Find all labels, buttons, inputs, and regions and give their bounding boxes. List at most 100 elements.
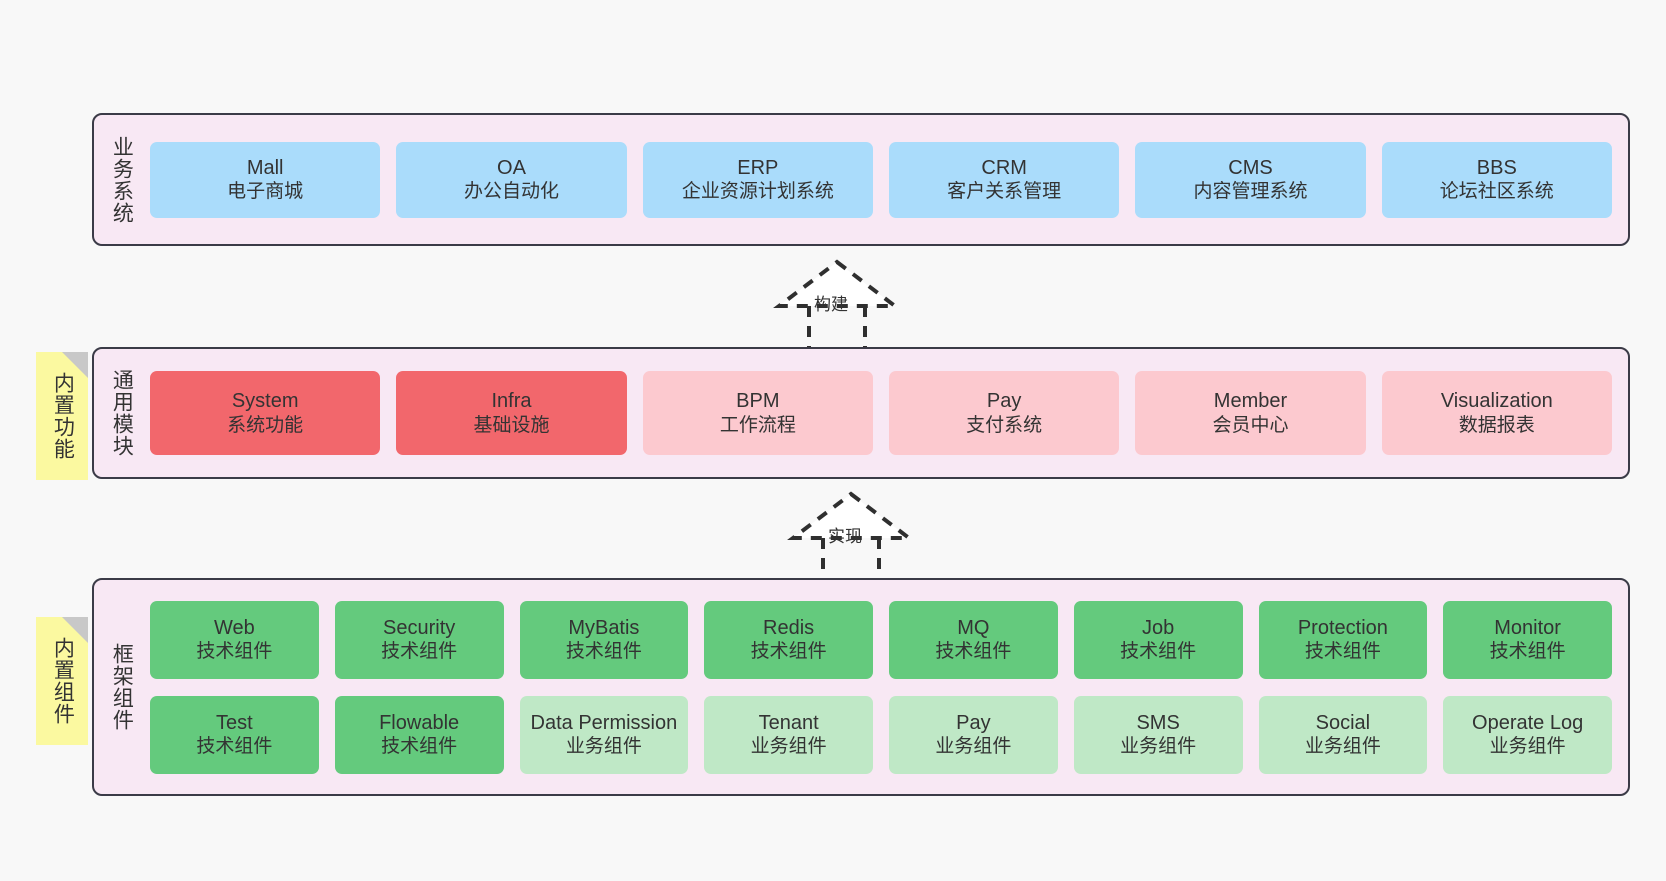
module-system[interactable]: System 系统功能 (150, 371, 381, 455)
component-test-name: Test (216, 711, 253, 734)
component-redis[interactable]: Redis 技术组件 (704, 600, 873, 679)
component-web-type: 技术组件 (196, 641, 273, 663)
component-data-permission-type: 业务组件 (565, 736, 642, 758)
component-tenant-type: 业务组件 (750, 736, 827, 758)
module-member[interactable]: Member 会员中心 (1135, 371, 1366, 455)
module-infra-name: Infra (491, 390, 532, 413)
component-protection[interactable]: Protection 技术组件 (1258, 600, 1428, 679)
connector-implement-label: 实现 (828, 527, 862, 546)
connector-build-label: 构建 (814, 295, 848, 314)
layer-framework-component[interactable]: 框架组件 Web 技术组件 Security 技术组件 MyBatis 技术组件… (92, 578, 1630, 796)
module-bpm-name: BPM (736, 390, 780, 413)
module-system-desc: 系统功能 (227, 414, 304, 436)
component-operate-log[interactable]: Operate Log 业务组件 (1443, 695, 1612, 774)
note-builtin-component[interactable]: 内置组件 (36, 617, 88, 745)
module-crm-name: CRM (981, 156, 1027, 179)
module-oa-name: OA (497, 156, 526, 179)
component-social-type: 业务组件 (1304, 736, 1381, 758)
module-pay-desc: 支付系统 (966, 414, 1043, 436)
component-social-name: Social (1315, 711, 1371, 734)
component-tenant[interactable]: Tenant 业务组件 (704, 695, 873, 774)
connector-build: 构建 (752, 256, 922, 352)
component-security[interactable]: Security 技术组件 (334, 600, 504, 679)
module-pay[interactable]: Pay 支付系统 (888, 371, 1120, 455)
component-redis-name: Redis (763, 616, 815, 639)
module-mall-desc: 电子商城 (227, 181, 304, 203)
connector-implement: 实现 (766, 488, 936, 584)
module-visualization-desc: 数据报表 (1458, 414, 1535, 436)
module-infra-desc: 基础设施 (473, 414, 550, 436)
module-bbs[interactable]: BBS 论坛社区系统 (1381, 141, 1612, 218)
module-mall-name: Mall (246, 156, 284, 179)
module-bpm[interactable]: BPM 工作流程 (642, 371, 873, 455)
component-security-type: 技术组件 (381, 641, 458, 663)
module-infra[interactable]: Infra 基础设施 (396, 371, 627, 455)
component-redis-type: 技术组件 (750, 641, 827, 663)
module-cms-name: CMS (1228, 156, 1273, 179)
layer-common-module-body: System 系统功能 Infra 基础设施 BPM 工作流程 Pay 支付系统… (148, 349, 1628, 477)
module-erp-name: ERP (737, 156, 779, 179)
component-pay-name: Pay (956, 711, 991, 734)
module-bbs-name: BBS (1476, 156, 1517, 179)
layer-framework-component-row-tech: Web 技术组件 Security 技术组件 MyBatis 技术组件 Redi… (150, 600, 1612, 679)
component-data-permission-name: Data Permission (530, 711, 678, 734)
component-job-name: Job (1142, 616, 1175, 639)
note-fold-corner-icon (62, 617, 88, 643)
layer-business-system-body: Mall 电子商城 OA 办公自动化 ERP 企业资源计划系统 CRM 客户关系… (148, 115, 1628, 244)
layer-framework-component-row-business: Test 技术组件 Flowable 技术组件 Data Permission … (150, 695, 1612, 774)
module-erp[interactable]: ERP 企业资源计划系统 (642, 141, 873, 218)
layer-common-module[interactable]: 通用模块 System 系统功能 Infra 基础设施 BPM 工作流程 Pay… (92, 347, 1630, 479)
component-job-type: 技术组件 (1120, 641, 1197, 663)
layer-business-system-row: Mall 电子商城 OA 办公自动化 ERP 企业资源计划系统 CRM 客户关系… (150, 141, 1612, 218)
module-cms-desc: 内容管理系统 (1193, 181, 1308, 203)
component-test-type: 技术组件 (196, 736, 273, 758)
component-security-name: Security (383, 616, 456, 639)
component-data-permission[interactable]: Data Permission 业务组件 (519, 695, 689, 774)
layer-business-system-label: 业务系统 (110, 135, 134, 224)
component-sms[interactable]: SMS 业务组件 (1073, 695, 1243, 774)
component-monitor-name: Monitor (1494, 616, 1561, 639)
module-mall[interactable]: Mall 电子商城 (150, 141, 381, 218)
component-pay-type: 业务组件 (935, 736, 1012, 758)
component-test[interactable]: Test 技术组件 (150, 695, 319, 774)
component-sms-name: SMS (1136, 711, 1180, 734)
module-cms[interactable]: CMS 内容管理系统 (1135, 141, 1366, 218)
note-fold-corner-icon (62, 352, 88, 378)
component-tenant-name: Tenant (758, 711, 819, 734)
layer-common-module-label: 通用模块 (110, 369, 134, 457)
module-bbs-desc: 论坛社区系统 (1439, 181, 1554, 203)
component-monitor-type: 技术组件 (1489, 641, 1566, 663)
module-visualization[interactable]: Visualization 数据报表 (1381, 371, 1612, 455)
component-web[interactable]: Web 技术组件 (150, 600, 319, 679)
module-member-desc: 会员中心 (1212, 414, 1289, 436)
component-mybatis-type: 技术组件 (565, 641, 642, 663)
module-oa[interactable]: OA 办公自动化 (396, 141, 627, 218)
component-flowable-name: Flowable (379, 711, 460, 734)
module-oa-desc: 办公自动化 (463, 181, 559, 203)
note-common-function-label: 内置功能 (51, 372, 75, 460)
module-visualization-name: Visualization (1440, 390, 1553, 413)
note-builtin-component-label: 内置组件 (51, 637, 75, 725)
module-system-name: System (231, 390, 299, 413)
component-job[interactable]: Job 技术组件 (1073, 600, 1243, 679)
layer-framework-component-label: 框架组件 (110, 643, 134, 731)
component-mq-type: 技术组件 (935, 641, 1012, 663)
component-protection-type: 技术组件 (1304, 641, 1381, 663)
component-mybatis[interactable]: MyBatis 技术组件 (519, 600, 689, 679)
module-erp-desc: 企业资源计划系统 (681, 181, 834, 203)
module-bpm-desc: 工作流程 (719, 414, 796, 436)
component-social[interactable]: Social 业务组件 (1258, 695, 1428, 774)
layer-common-module-row: System 系统功能 Infra 基础设施 BPM 工作流程 Pay 支付系统… (150, 371, 1612, 455)
module-pay-name: Pay (986, 390, 1022, 413)
component-flowable-type: 技术组件 (381, 736, 458, 758)
component-flowable[interactable]: Flowable 技术组件 (334, 695, 504, 774)
component-monitor[interactable]: Monitor 技术组件 (1443, 600, 1612, 679)
component-mq[interactable]: MQ 技术组件 (889, 600, 1058, 679)
module-crm-desc: 客户关系管理 (947, 181, 1062, 203)
component-pay[interactable]: Pay 业务组件 (889, 695, 1058, 774)
module-crm[interactable]: CRM 客户关系管理 (888, 141, 1120, 218)
note-common-function[interactable]: 内置功能 (36, 352, 88, 480)
component-operate-log-type: 业务组件 (1489, 736, 1566, 758)
layer-business-system[interactable]: 业务系统 Mall 电子商城 OA 办公自动化 ERP 企业资源计划系统 CRM… (92, 113, 1630, 246)
